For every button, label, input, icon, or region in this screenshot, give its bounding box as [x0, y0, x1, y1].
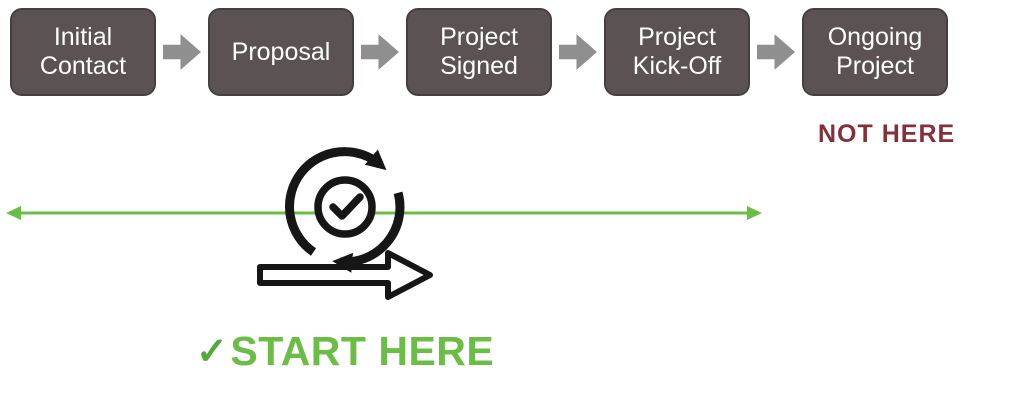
- start-here-text: START HERE: [230, 328, 495, 374]
- flow-arrow-right-icon: [559, 34, 597, 70]
- step-label: Ongoing Project: [827, 23, 923, 80]
- not-here-label: NOT HERE: [818, 120, 956, 148]
- step-box-ongoing-project: Ongoing Project: [802, 8, 948, 96]
- flow-arrow-right-icon: [163, 34, 201, 70]
- step-label: Project Kick-Off: [632, 23, 722, 80]
- step-box-initial-contact: Initial Contact: [10, 8, 156, 96]
- timeline-double-arrow-icon: [6, 206, 762, 220]
- step-box-proposal: Proposal: [208, 8, 354, 96]
- start-here-label: ✓ START HERE: [196, 328, 494, 375]
- process-flow-row: Initial Contact Proposal Project Signed …: [10, 8, 948, 96]
- step-label: Initial Contact: [39, 23, 127, 80]
- check-icon: ✓: [196, 331, 229, 373]
- step-label: Proposal: [231, 37, 331, 66]
- agile-sprint-icon: [257, 147, 433, 300]
- flow-arrow-right-icon: [757, 34, 795, 70]
- step-box-project-signed: Project Signed: [406, 8, 552, 96]
- step-label: Project Signed: [440, 23, 518, 80]
- step-box-project-kick-off: Project Kick-Off: [604, 8, 750, 96]
- flow-arrow-right-icon: [361, 34, 399, 70]
